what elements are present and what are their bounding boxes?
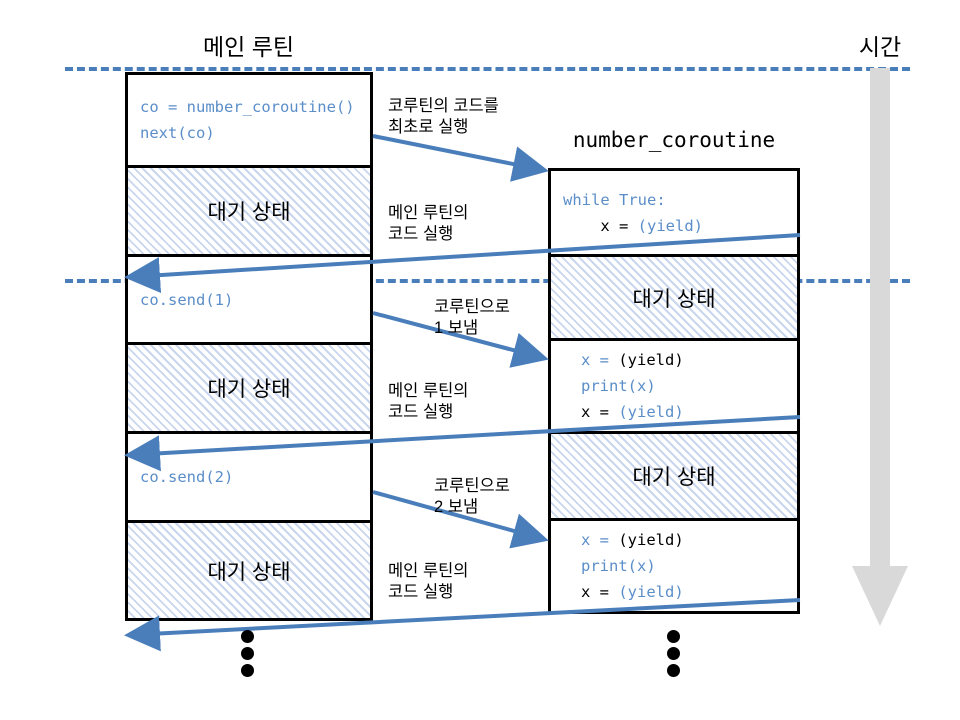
- left-wait-label-1: 대기 상태: [207, 201, 291, 224]
- arrow-label-back-1: 메인 루틴의 코드 실행: [388, 204, 469, 243]
- left-cell-wait-3: 대기 상태: [125, 520, 373, 621]
- right-cell-code-3: x = (yield) print(x) x = (yield): [548, 518, 800, 614]
- right-code-2: x = (yield) print(x) x = (yield): [581, 351, 684, 421]
- dashed-divider-top: [65, 67, 910, 71]
- left-code-2: co.send(1): [140, 290, 234, 309]
- left-code-1: co = number_coroutine() next(co): [140, 98, 355, 142]
- right-code-1: while True: x = (yield): [563, 190, 703, 235]
- arrow-label-send-2: 코루틴으로 2 보냄: [434, 477, 510, 516]
- right-cell-wait-2: 대기 상태: [548, 431, 800, 521]
- coroutine-title: number_coroutine: [572, 128, 776, 152]
- arrow-first-run: [372, 134, 549, 182]
- arrow-back-to-main-2: [124, 415, 801, 472]
- arrow-label-send-1: 코루틴으로 1 보냄: [434, 298, 510, 337]
- arrow-back-to-main-3: [124, 598, 801, 652]
- dashed-divider-middle: [65, 279, 910, 283]
- left-cell-wait-2: 대기 상태: [125, 342, 373, 434]
- coroutine-column: while True: x = (yield) 대기 상태 x = (yield…: [548, 168, 800, 614]
- arrow-send-1: [372, 311, 549, 368]
- time-axis-title: 시간: [858, 34, 902, 60]
- left-cell-wait-1: 대기 상태: [125, 165, 373, 257]
- left-wait-label-2: 대기 상태: [207, 378, 291, 401]
- right-code-3: x = (yield) print(x) x = (yield): [581, 531, 684, 601]
- right-cell-wait-1: 대기 상태: [548, 254, 800, 341]
- right-wait-label-1: 대기 상태: [632, 287, 716, 311]
- left-code-3: co.send(2): [140, 468, 234, 486]
- arrow-label-back-2: 메인 루틴의 코드 실행: [388, 382, 469, 421]
- left-column-ellipsis: [241, 630, 255, 681]
- arrow-label-first-run: 코루틴의 코드를 최초로 실행: [388, 97, 499, 136]
- arrow-back-to-main-1: [124, 233, 801, 294]
- right-column-ellipsis: [667, 630, 681, 681]
- arrow-send-2: [372, 490, 549, 549]
- main-routine-title: 메인 루틴: [202, 34, 295, 60]
- arrow-label-back-3: 메인 루틴의 코드 실행: [388, 562, 469, 601]
- right-cell-code-2: x = (yield) print(x) x = (yield): [548, 338, 800, 434]
- time-arrow-icon: [852, 68, 908, 626]
- right-wait-label-2: 대기 상태: [632, 466, 716, 489]
- left-wait-label-3: 대기 상태: [207, 560, 291, 584]
